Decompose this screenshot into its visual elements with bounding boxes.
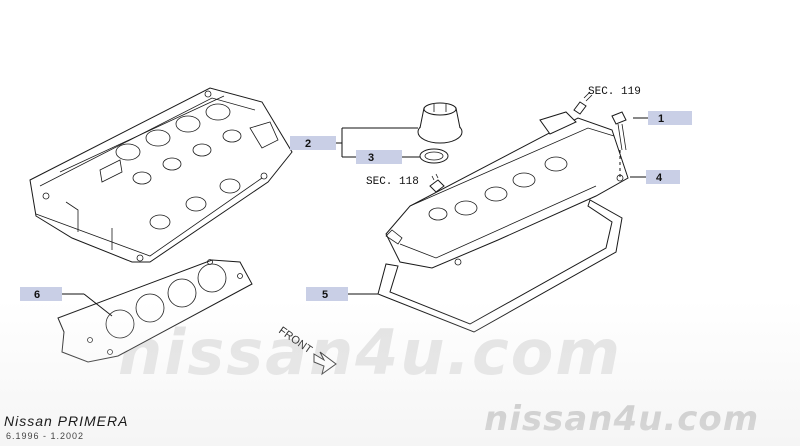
svg-text:1: 1 — [658, 113, 664, 125]
callout-1[interactable]: 1 — [648, 111, 692, 125]
rocker-cover-gasket[interactable] — [377, 199, 623, 333]
svg-text:SEC. 118: SEC. 118 — [366, 176, 419, 188]
rocker-cover[interactable] — [385, 111, 629, 269]
svg-text:5: 5 — [322, 289, 328, 301]
svg-text:SEC. 119: SEC. 119 — [588, 86, 641, 98]
callout-4[interactable]: 4 — [646, 170, 680, 184]
watermark-large: nissan4u.com — [118, 316, 622, 389]
oil-filler-cap[interactable] — [417, 102, 463, 144]
callout-6[interactable]: 6 — [20, 287, 62, 301]
pcv-connector-upper — [573, 91, 593, 115]
watermark-small: nissan4u.com — [484, 399, 759, 439]
sec-119-ref[interactable]: SEC. 119 — [588, 86, 641, 98]
sec-118-ref[interactable]: SEC. 118 — [366, 176, 419, 188]
svg-text:4: 4 — [656, 172, 663, 184]
svg-text:3: 3 — [368, 152, 374, 164]
callout-5[interactable]: 5 — [306, 287, 348, 301]
bolt[interactable] — [611, 111, 627, 178]
model-title: Nissan PRIMERA — [4, 413, 129, 429]
callout-2[interactable]: 2 — [290, 136, 336, 150]
svg-text:2: 2 — [305, 138, 311, 150]
svg-text:6: 6 — [34, 289, 40, 301]
cap-gasket[interactable] — [419, 148, 449, 164]
pcv-connector-lower — [429, 173, 445, 193]
callout-3[interactable]: 3 — [356, 150, 402, 164]
date-range: 6.1996 - 1.2002 — [6, 431, 85, 441]
cylinder-head[interactable] — [29, 87, 293, 263]
